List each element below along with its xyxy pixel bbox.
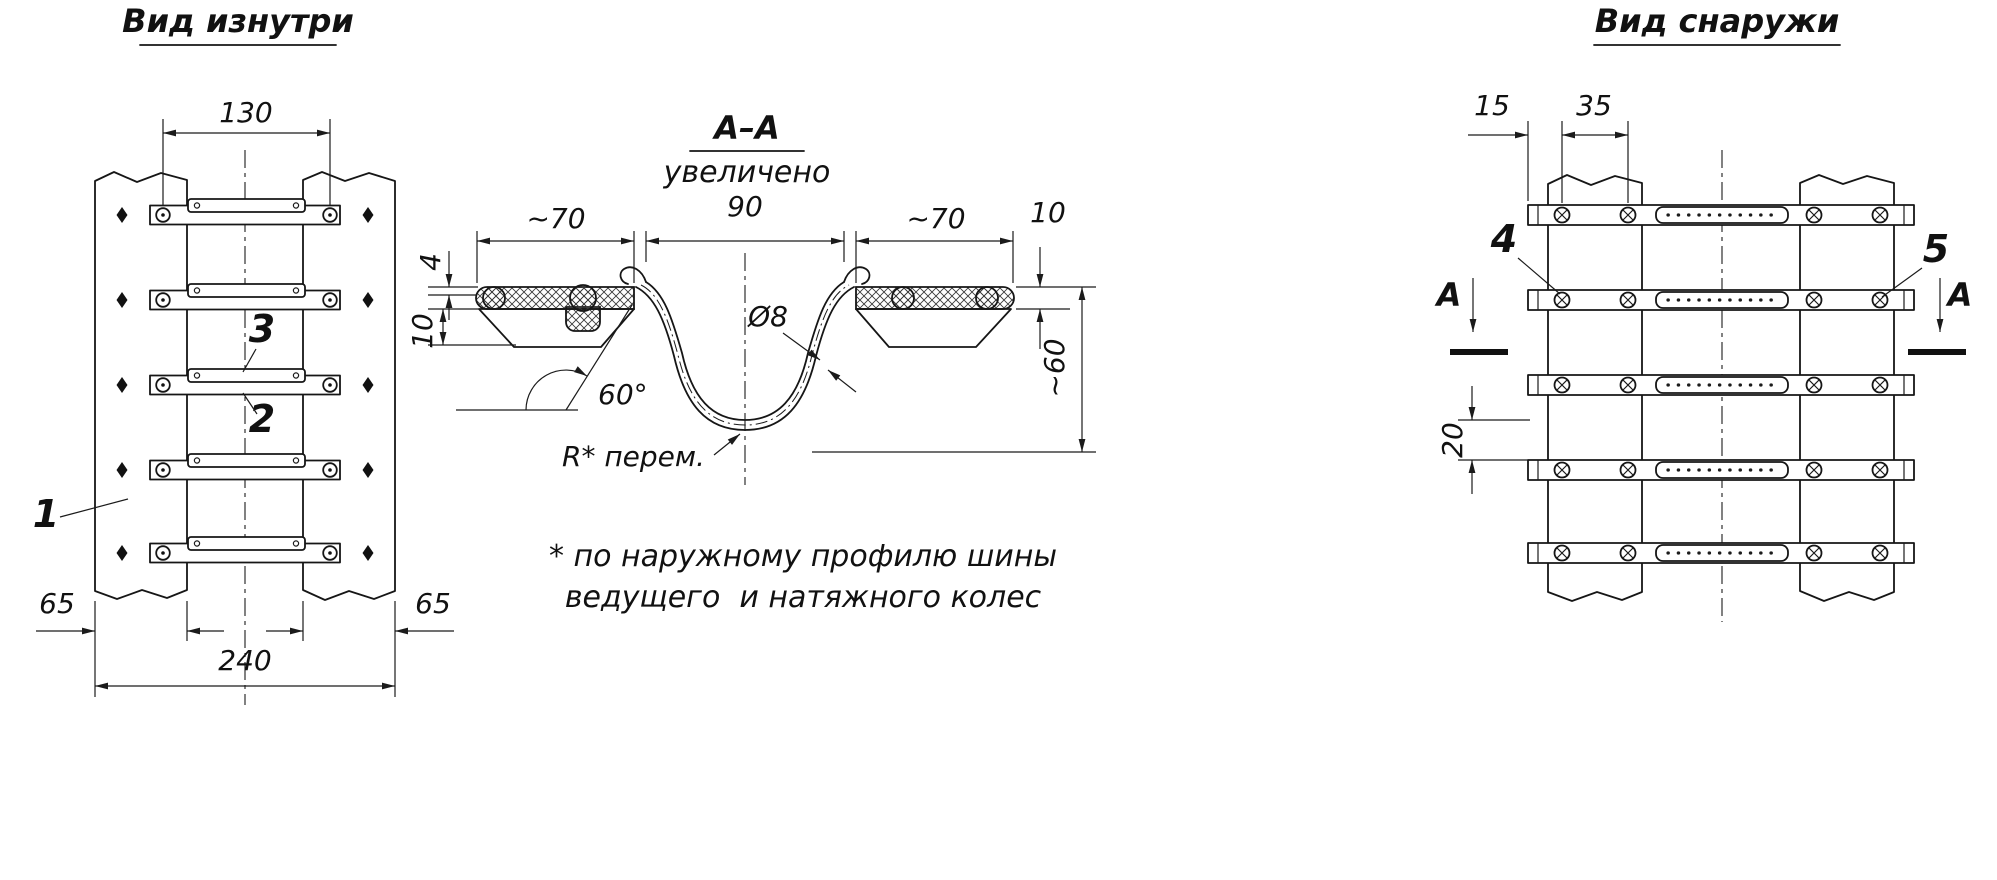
right-plate bbox=[855, 308, 1012, 348]
cable-section bbox=[482, 286, 506, 310]
inside-view-title: Вид изнутри bbox=[122, 2, 354, 40]
section-title: А–А bbox=[711, 109, 780, 147]
part-2-label: 2 bbox=[249, 397, 275, 441]
part-4-label: 4 bbox=[1490, 217, 1517, 261]
part-2-leader bbox=[242, 392, 258, 415]
grouser-bar-row bbox=[1526, 541, 1916, 565]
section-mark-left: А bbox=[1434, 276, 1462, 314]
dim-10l-label: 10 bbox=[406, 313, 439, 349]
inside-right-rail bbox=[302, 171, 396, 601]
dimension-10-left: 10 bbox=[406, 308, 516, 349]
section-subtitle: увеличено bbox=[663, 155, 831, 190]
dimension-60depth: ~60 bbox=[812, 287, 1096, 453]
dim-240-label: 240 bbox=[218, 644, 271, 677]
dimension-20: 20 bbox=[1436, 386, 1530, 494]
dim-4-label: 4 bbox=[414, 253, 447, 271]
part-3-leader bbox=[242, 348, 257, 373]
dim-65-right-label: 65 bbox=[415, 587, 451, 620]
dimension-dia8: Ø8 bbox=[747, 300, 857, 393]
part-4-leader bbox=[1517, 257, 1561, 295]
grouser-bar-row bbox=[1526, 203, 1916, 227]
grouser-bar-row bbox=[1526, 458, 1916, 482]
footnote-line1: * по наружному профилю шины bbox=[549, 539, 1057, 574]
dim-15-label: 15 bbox=[1474, 89, 1510, 122]
dimension-15-35: 15 35 bbox=[1468, 89, 1629, 203]
footnote-line2: ведущего и натяжного колес bbox=[565, 580, 1042, 615]
dimension-70-left: ~70 bbox=[476, 202, 635, 283]
dimension-radius: R* перем. bbox=[562, 433, 741, 473]
dimension-130: 130 bbox=[162, 96, 331, 205]
section-cut-marks: А А bbox=[1434, 276, 1973, 355]
dim-10r-label: 10 bbox=[1030, 196, 1066, 229]
dimension-70-right: ~70 bbox=[855, 202, 1014, 283]
dimension-10-right: 10 bbox=[1016, 196, 1096, 349]
dim-dia8-label: Ø8 bbox=[747, 300, 788, 333]
cable-section bbox=[975, 286, 999, 310]
part-1-leader bbox=[59, 498, 129, 518]
part-1-label: 1 bbox=[33, 492, 59, 536]
dim-70r-label: ~70 bbox=[906, 202, 965, 235]
section-view: А–А увеличено ~70 90 bbox=[406, 109, 1096, 615]
dimension-4: 4 bbox=[414, 251, 478, 320]
dim-35-label: 35 bbox=[1576, 89, 1612, 122]
inside-view: Вид изнутри 130 65 65 2 4 bbox=[33, 2, 454, 705]
profile-right-curl bbox=[843, 266, 871, 285]
part-5-label: 5 bbox=[1923, 227, 1949, 271]
cable-section bbox=[891, 286, 915, 310]
dim-20-label: 20 bbox=[1436, 422, 1469, 458]
dim-70l-label: ~70 bbox=[526, 202, 585, 235]
dimension-60deg: 60° bbox=[456, 304, 648, 411]
dim-radius-label: R* перем. bbox=[562, 440, 705, 473]
part-3-label: 3 bbox=[249, 307, 275, 351]
part-callouts-inside: 1 3 2 bbox=[33, 307, 275, 536]
dim-65-left-label: 65 bbox=[39, 587, 75, 620]
inside-left-rail bbox=[94, 171, 188, 600]
grouser-bar-row bbox=[1526, 288, 1916, 312]
section-mark-right: А bbox=[1945, 276, 1973, 314]
dim-90-label: 90 bbox=[727, 190, 763, 223]
bolt-head-section bbox=[569, 284, 597, 312]
part-callouts-outside: 4 5 bbox=[1490, 217, 1949, 298]
dimension-90: 90 bbox=[645, 190, 845, 262]
dim-130-label: 130 bbox=[219, 96, 272, 129]
dim-60deg-label: 60° bbox=[598, 378, 648, 411]
grouser-bar-row bbox=[1526, 373, 1916, 397]
outside-view-title: Вид снаружи bbox=[1595, 2, 1840, 40]
part-5-leader bbox=[1881, 267, 1923, 298]
dimension-bottom: 65 65 240 bbox=[36, 587, 454, 697]
profile-left-curl bbox=[619, 266, 647, 285]
left-plate bbox=[478, 308, 635, 348]
dim-60depth-label: ~60 bbox=[1038, 338, 1071, 397]
bolt-section bbox=[565, 306, 601, 332]
outside-view: Вид снаружи 15 35 А А 4 bbox=[1434, 2, 1973, 622]
